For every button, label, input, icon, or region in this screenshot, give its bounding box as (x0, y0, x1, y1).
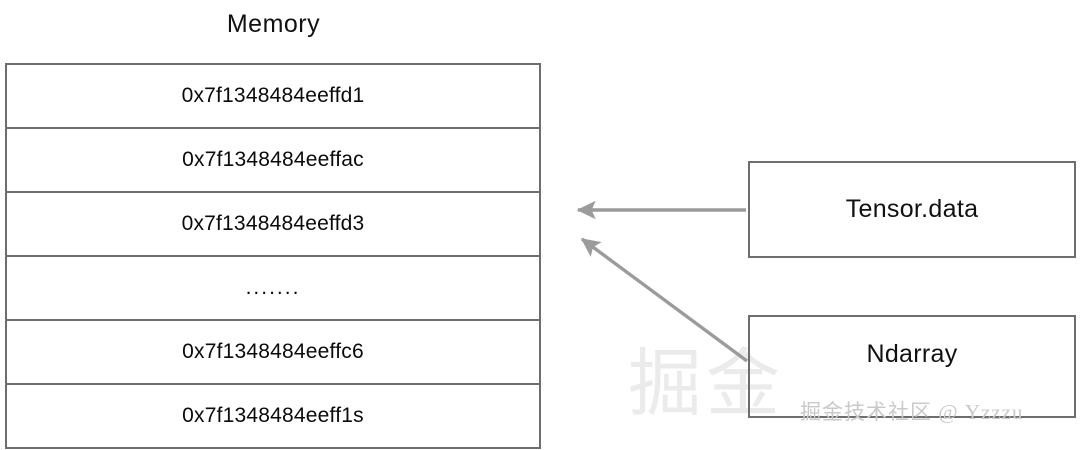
arrow-ndarray-to-memory (580, 237, 749, 363)
node-label: Ndarray (866, 340, 958, 368)
node-box-tensor-data: Tensor.data (748, 161, 1076, 258)
memory-address-label: 0x7f1348484eeffc6 (182, 340, 364, 363)
memory-row: 0x7f1348484eeffd3 (7, 193, 539, 257)
memory-address-label: 0x7f1348484eeffac (182, 148, 364, 171)
memory-row: 0x7f1348484eeffd1 (7, 65, 539, 129)
memory-row: 0x7f1348484eeffac (7, 129, 539, 193)
ellipsis-label: ....... (245, 276, 301, 299)
memory-row-ellipsis: ....... (7, 257, 539, 321)
memory-address-label: 0x7f1348484eeff1s (182, 404, 364, 427)
node-box-ndarray: Ndarray (748, 315, 1076, 418)
memory-row: 0x7f1348484eeff1s (7, 385, 539, 449)
memory-table: 0x7f1348484eeffd1 0x7f1348484eeffac 0x7f… (5, 63, 541, 449)
page-title: Memory (226, 10, 321, 38)
memory-address-label: 0x7f1348484eeffd1 (181, 84, 365, 107)
memory-row: 0x7f1348484eeffc6 (7, 321, 539, 385)
node-label: Tensor.data (845, 195, 979, 223)
memory-address-label: 0x7f1348484eeffd3 (181, 212, 365, 235)
